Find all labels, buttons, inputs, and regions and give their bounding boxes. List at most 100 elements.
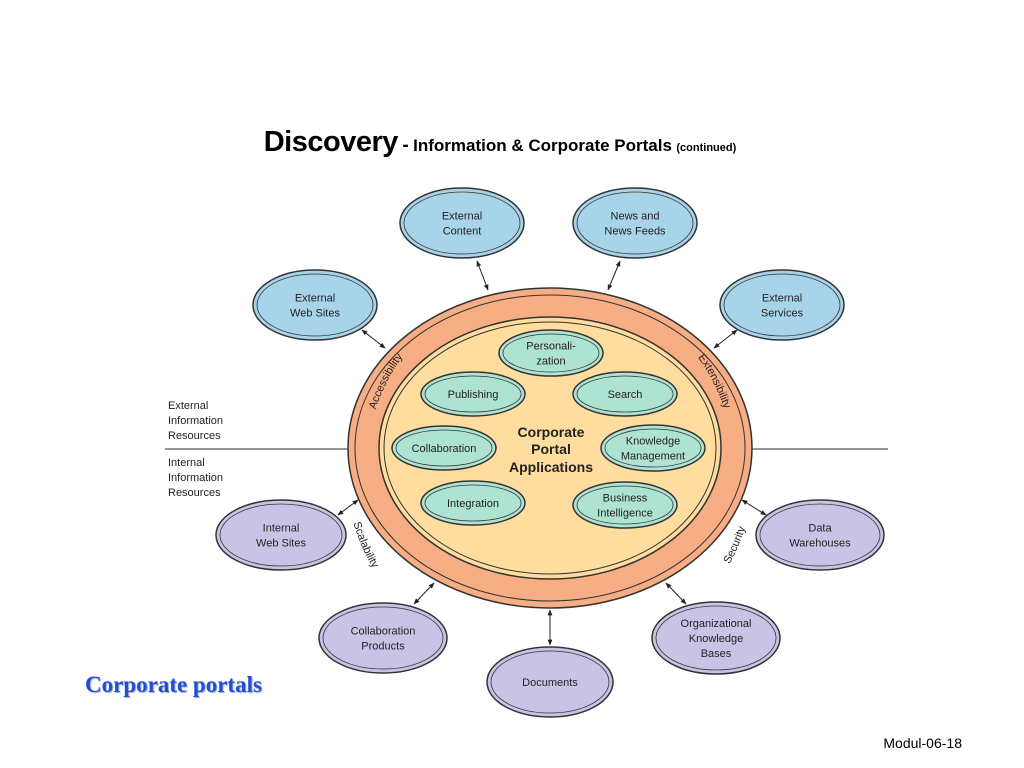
node-ellipse-inner-personalization bbox=[502, 333, 600, 373]
node-ellipse-collaboration-products bbox=[318, 602, 448, 674]
node-label-personalization-2: zation bbox=[536, 355, 565, 367]
hub-label-line-3: Applications bbox=[509, 459, 593, 475]
node-label-news-and-news-feeds-2: News Feeds bbox=[604, 225, 666, 237]
node-label-external-web-sites-2: Web Sites bbox=[290, 307, 340, 319]
connector-collaboration-products bbox=[413, 582, 435, 605]
node-ellipse-inner-data-warehouses bbox=[759, 503, 881, 567]
connector-news-and-news-feeds bbox=[607, 260, 621, 291]
node-label-collaboration-1: Collaboration bbox=[412, 443, 477, 455]
node-collaboration: Collaboration bbox=[391, 425, 497, 471]
node-label-external-web-sites-1: External bbox=[295, 292, 335, 304]
external-resources-line-3: Resources bbox=[168, 430, 221, 442]
node-ellipse-inner-documents bbox=[490, 650, 610, 714]
node-label-personalization-1: Personali- bbox=[526, 340, 576, 352]
node-label-data-warehouses-2: Warehouses bbox=[789, 537, 851, 549]
node-ellipse-personalization bbox=[498, 329, 604, 377]
node-ellipse-publishing bbox=[420, 371, 526, 417]
node-label-publishing-1: Publishing bbox=[448, 389, 499, 401]
node-ellipse-inner-organizational-knowledge-bases bbox=[655, 605, 777, 671]
node-ellipse-inner-external-web-sites bbox=[256, 273, 374, 337]
node-ellipse-inner-knowledge-management bbox=[604, 428, 702, 468]
node-ellipse-inner-search bbox=[576, 375, 674, 413]
node-label-external-services-1: External bbox=[762, 292, 802, 304]
node-label-external-services-2: Services bbox=[761, 307, 804, 319]
node-ellipse-inner-publishing bbox=[424, 375, 522, 413]
node-ellipse-collaboration bbox=[391, 425, 497, 471]
node-ellipse-news-and-news-feeds bbox=[572, 187, 698, 259]
node-label-internal-web-sites-1: Internal bbox=[263, 522, 300, 534]
node-label-news-and-news-feeds-1: News and bbox=[611, 210, 660, 222]
node-label-business-intelligence-2: Intelligence bbox=[597, 507, 653, 519]
node-ellipse-internal-web-sites bbox=[215, 499, 347, 571]
slide-title: Discovery - Information & Corporate Port… bbox=[0, 126, 1000, 159]
hub-label-line-2: Portal bbox=[531, 441, 571, 457]
connector-internal-web-sites bbox=[337, 499, 359, 516]
node-label-internal-web-sites-2: Web Sites bbox=[256, 537, 306, 549]
node-ellipse-inner-external-services bbox=[723, 273, 841, 337]
node-ellipse-knowledge-management bbox=[600, 424, 706, 472]
node-ellipse-external-content bbox=[399, 187, 525, 259]
node-ellipse-inner-business-intelligence bbox=[576, 485, 674, 525]
node-ellipse-integration bbox=[420, 480, 526, 526]
node-ellipse-data-warehouses bbox=[755, 499, 885, 571]
node-label-collaboration-products-2: Products bbox=[361, 640, 405, 652]
node-integration: Integration bbox=[420, 480, 526, 526]
node-ellipse-inner-external-content bbox=[403, 191, 521, 255]
connector-external-services bbox=[713, 329, 738, 349]
ring-label-security: Security bbox=[721, 524, 748, 565]
node-ellipse-business-intelligence bbox=[572, 481, 678, 529]
node-ellipse-inner-integration bbox=[424, 484, 522, 522]
node-label-organizational-knowledge-bases-3: Bases bbox=[701, 648, 732, 660]
title-continued: (continued) bbox=[676, 142, 737, 154]
node-ellipse-external-web-sites bbox=[252, 269, 378, 341]
external-resources-line-1: External bbox=[168, 400, 208, 412]
node-label-knowledge-management-2: Management bbox=[621, 450, 685, 462]
connector-external-web-sites bbox=[361, 329, 386, 349]
connector-external-content bbox=[476, 260, 489, 291]
node-label-documents-1: Documents bbox=[522, 677, 578, 689]
internal-resources-line-1: Internal bbox=[168, 457, 205, 469]
node-personalization: Personali-zation bbox=[498, 329, 604, 377]
node-label-external-content-2: Content bbox=[443, 225, 482, 237]
internal-resources-line-2: Information bbox=[168, 472, 223, 484]
internal-resources-line-3: Resources bbox=[168, 487, 221, 499]
node-ellipse-organizational-knowledge-bases bbox=[651, 601, 781, 675]
node-label-external-content-1: External bbox=[442, 210, 482, 222]
node-ellipse-inner-news-and-news-feeds bbox=[576, 191, 694, 255]
node-ellipse-external-services bbox=[719, 269, 845, 341]
slide-footer: Modul-06-18 bbox=[883, 735, 962, 751]
node-label-knowledge-management-1: Knowledge bbox=[626, 435, 680, 447]
connector-data-warehouses bbox=[741, 499, 767, 516]
node-ellipse-documents bbox=[486, 646, 614, 718]
hub-label-line-1: Corporate bbox=[518, 424, 585, 440]
connector-arrows bbox=[337, 260, 767, 646]
title-subtitle: Information & Corporate Portals bbox=[413, 136, 672, 155]
node-label-search-1: Search bbox=[608, 389, 643, 401]
node-documents: Documents bbox=[486, 646, 614, 718]
node-label-collaboration-products-1: Collaboration bbox=[351, 625, 416, 637]
node-ellipse-search bbox=[572, 371, 678, 417]
node-label-organizational-knowledge-bases-1: Organizational bbox=[681, 618, 752, 630]
node-label-organizational-knowledge-bases-2: Knowledge bbox=[689, 633, 743, 645]
node-label-integration-1: Integration bbox=[447, 498, 499, 510]
node-ellipse-inner-internal-web-sites bbox=[219, 503, 343, 567]
external-resources-label: External Information Resources bbox=[168, 400, 223, 442]
node-ellipse-inner-collaboration bbox=[395, 429, 493, 467]
node-label-data-warehouses-1: Data bbox=[808, 522, 832, 534]
title-dash: - bbox=[402, 135, 409, 156]
caption-corporate-portals: Corporate portals bbox=[85, 672, 262, 697]
external-resources-line-2: Information bbox=[168, 415, 223, 427]
node-label-business-intelligence-1: Business bbox=[603, 492, 648, 504]
